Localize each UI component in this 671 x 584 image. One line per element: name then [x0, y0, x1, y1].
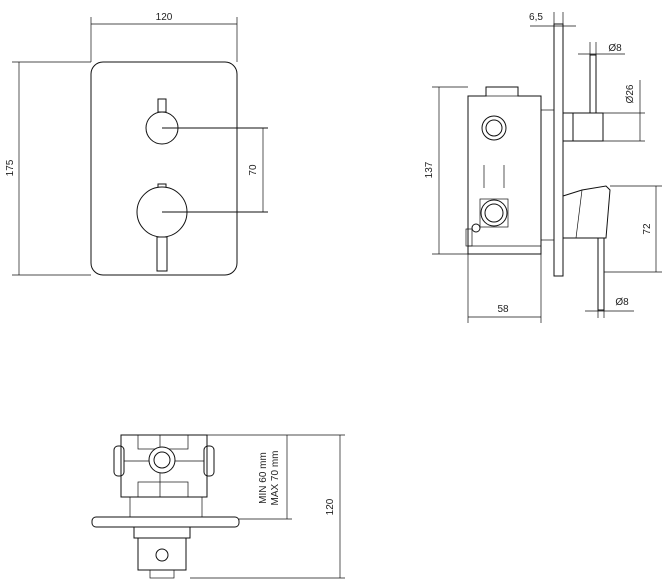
- overall-label: 120: [325, 498, 336, 515]
- front-width-label: 120: [156, 12, 173, 23]
- top-port-inner: [153, 451, 171, 469]
- lower-port-nut: [479, 198, 509, 228]
- lower-port-outer: [480, 199, 508, 227]
- top-port-outer: [148, 446, 176, 474]
- lower-lever-body: [562, 185, 611, 239]
- pin-bottom-label: Ø8: [615, 297, 629, 308]
- lower-lever: [156, 236, 168, 272]
- pin-top-label: Ø8: [608, 43, 622, 54]
- top-left-port: [113, 445, 125, 477]
- front-height-label: 175: [5, 159, 16, 176]
- upper-pin: [589, 54, 597, 114]
- front-view: 120 175 70: [5, 12, 268, 276]
- depth-label: 58: [497, 304, 509, 315]
- front-spacing-label: 70: [248, 164, 259, 176]
- lever-edge: [575, 189, 583, 239]
- top-view: MIN 60 mm MAX 70 mm 120: [91, 434, 345, 579]
- top-knob: [137, 537, 187, 571]
- top-knob-tip: [149, 569, 175, 579]
- upper-knob-collar: [562, 112, 574, 142]
- body-neck: [540, 109, 555, 241]
- valve-body: [467, 86, 542, 255]
- upper-knob-body: [572, 112, 604, 142]
- top-cover-plate: [91, 516, 240, 528]
- cover-plate: [90, 61, 238, 276]
- top-right-port: [203, 445, 215, 477]
- top-mid-body: [129, 496, 203, 518]
- upper-port-outer: [481, 115, 507, 141]
- lever-offset-label: 72: [642, 223, 653, 235]
- side-view: 6,5 Ø8 Ø26 137 72 58 Ø8: [424, 12, 662, 323]
- upper-port-inner: [485, 119, 503, 137]
- lower-port-inner: [484, 203, 504, 223]
- max-depth-label: MAX 70 mm: [270, 450, 281, 505]
- upper-handle-stem: [157, 98, 167, 113]
- side-plate: [553, 23, 564, 277]
- lower-pin: [597, 237, 605, 311]
- body-height-label: 137: [424, 161, 435, 178]
- min-depth-label: MIN 60 mm: [258, 452, 269, 504]
- plate-thickness-label: 6,5: [529, 12, 543, 23]
- top-lower-lug: [137, 481, 189, 498]
- top-knob-collar: [133, 526, 191, 539]
- small-drain-hole: [471, 223, 481, 233]
- top-knob-hole: [155, 548, 169, 562]
- knob-dia-label: Ø26: [625, 84, 636, 103]
- body-side-tab: [465, 228, 473, 247]
